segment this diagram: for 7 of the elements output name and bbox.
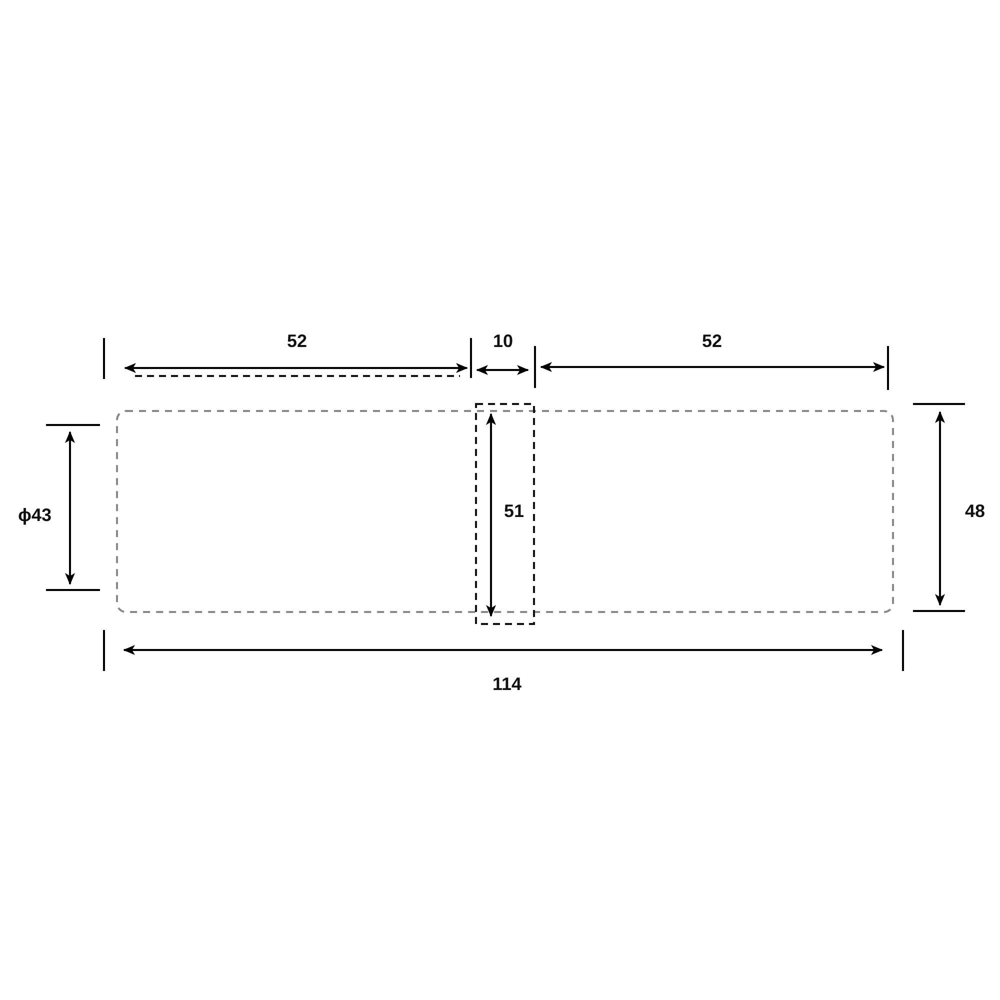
dimension-value: 10	[492, 332, 514, 350]
dimension-value: 52	[702, 332, 722, 350]
dimension-value: 114	[492, 675, 522, 693]
dimension-value: 48	[964, 502, 986, 520]
dimension-value: 52	[286, 332, 308, 350]
dimension-value: 51	[504, 502, 524, 520]
dimension-value: ϕ43	[18, 506, 52, 524]
